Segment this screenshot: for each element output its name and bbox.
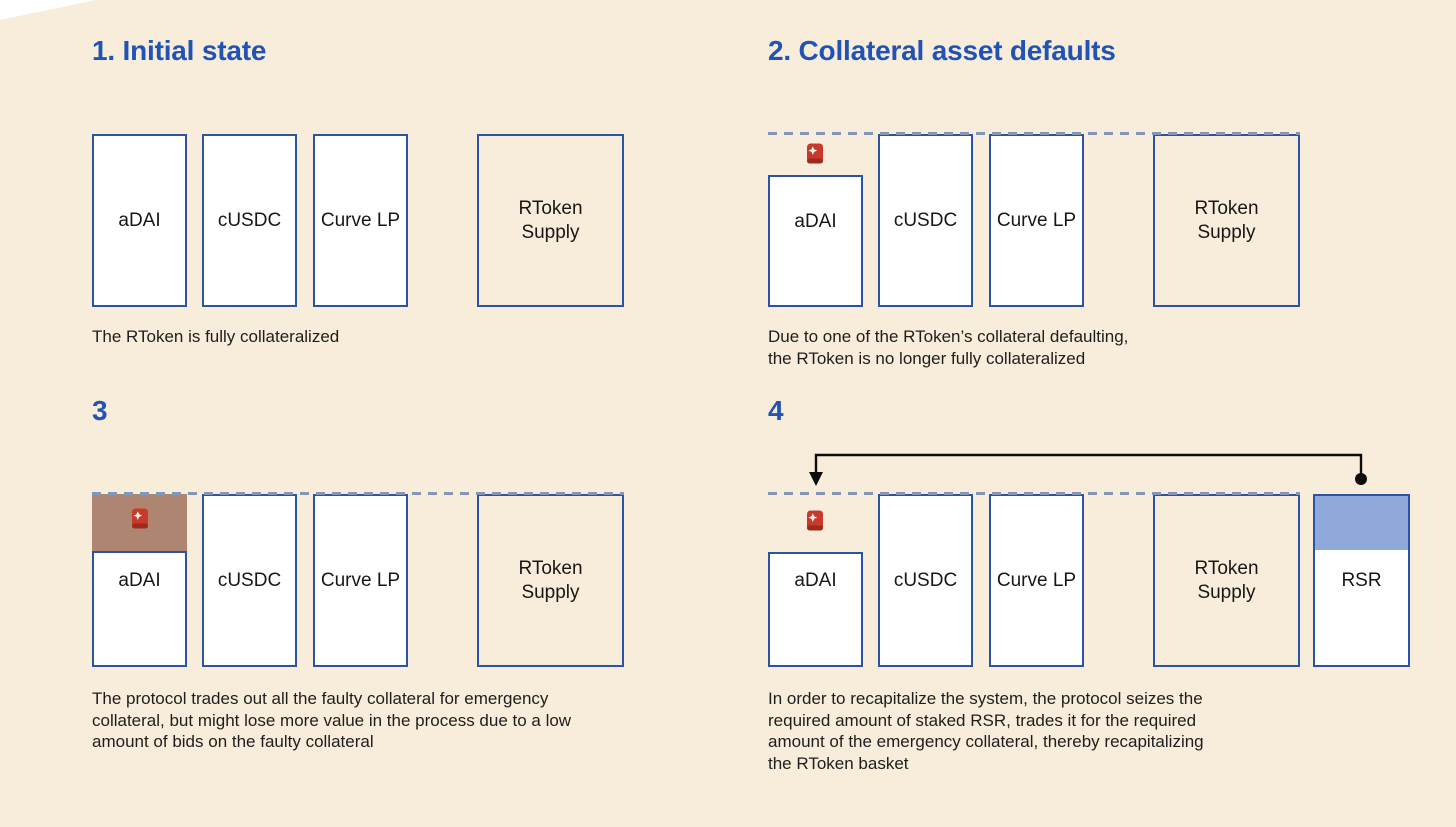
box-cusdc: cUSDC: [878, 134, 973, 307]
box-label-curve-lp: Curve LP: [996, 569, 1077, 591]
panel-3-caption: The protocol trades out all the faulty c…: [92, 689, 572, 751]
panel-4-caption: In order to recapitalize the system, the…: [768, 689, 1204, 773]
box-curve-lp: Curve LP: [313, 494, 408, 667]
box-label-adai: aDAI: [118, 209, 161, 231]
box-label-rtoken-supply: RToken Supply: [518, 557, 583, 603]
box-label-adai: aDAI: [794, 211, 837, 232]
arrow-origin-dot: [1355, 473, 1367, 485]
box-label-adai: aDAI: [794, 570, 837, 591]
box-label-cusdc: cUSDC: [893, 569, 958, 591]
panel-3-heading: 3: [92, 395, 108, 426]
seize-arrow: [809, 453, 1367, 486]
rsr-seized-fill: [1315, 496, 1408, 550]
panel-4-heading: 4: [768, 395, 784, 426]
panel-1-heading: 1. Initial state: [92, 35, 267, 66]
box-cusdc: cUSDC: [878, 494, 973, 667]
box-label-rtoken-supply: RToken Supply: [1194, 557, 1259, 603]
box-cusdc: cUSDC: [202, 494, 297, 667]
siren-icon: [807, 510, 823, 531]
box-label-adai: aDAI: [118, 570, 161, 591]
dashed-baseline: [92, 492, 624, 495]
box-label-cusdc: cUSDC: [217, 569, 282, 591]
box-rtoken-supply: RToken Supply: [1153, 494, 1300, 667]
corner-sliver: [0, 0, 96, 20]
box-label-curve-lp: Curve LP: [320, 209, 401, 231]
box-rtoken-supply: RToken Supply: [477, 134, 624, 307]
box-rtoken-supply: RToken Supply: [1153, 134, 1300, 307]
box-curve-lp: Curve LP: [313, 134, 408, 307]
siren-icon: [132, 508, 148, 529]
box-cusdc: cUSDC: [202, 134, 297, 307]
box-label-cusdc: cUSDC: [893, 209, 958, 231]
box-curve-lp: Curve LP: [989, 494, 1084, 667]
box-label-curve-lp: Curve LP: [320, 569, 401, 591]
box-label-rtoken-supply: RToken Supply: [1194, 197, 1259, 243]
dashed-baseline: [768, 132, 1300, 135]
box-label-rtoken-supply: RToken Supply: [518, 197, 583, 243]
box-adai: aDAI: [92, 134, 187, 307]
box-label-curve-lp: Curve LP: [996, 209, 1077, 231]
panel-2-caption: Due to one of the RToken’s collateral de…: [768, 327, 1129, 368]
box-label-cusdc: cUSDC: [217, 209, 282, 231]
dashed-baseline: [768, 492, 1300, 495]
panel-1-caption: The RToken is fully collateralized: [92, 327, 340, 346]
box-rsr: RSR: [1313, 494, 1410, 667]
box-adai-defaulted: aDAI: [768, 175, 863, 307]
box-label-rsr: RSR: [1341, 569, 1382, 591]
siren-icon: [807, 143, 823, 164]
box-curve-lp: Curve LP: [989, 134, 1084, 307]
box-adai-emergency: aDAI: [92, 551, 187, 667]
panel-2-heading: 2. Collateral asset defaults: [768, 35, 1116, 66]
arrowhead-down-icon: [809, 472, 823, 486]
box-adai-recapitalized: aDAI: [768, 552, 863, 667]
box-rtoken-supply: RToken Supply: [477, 494, 624, 667]
